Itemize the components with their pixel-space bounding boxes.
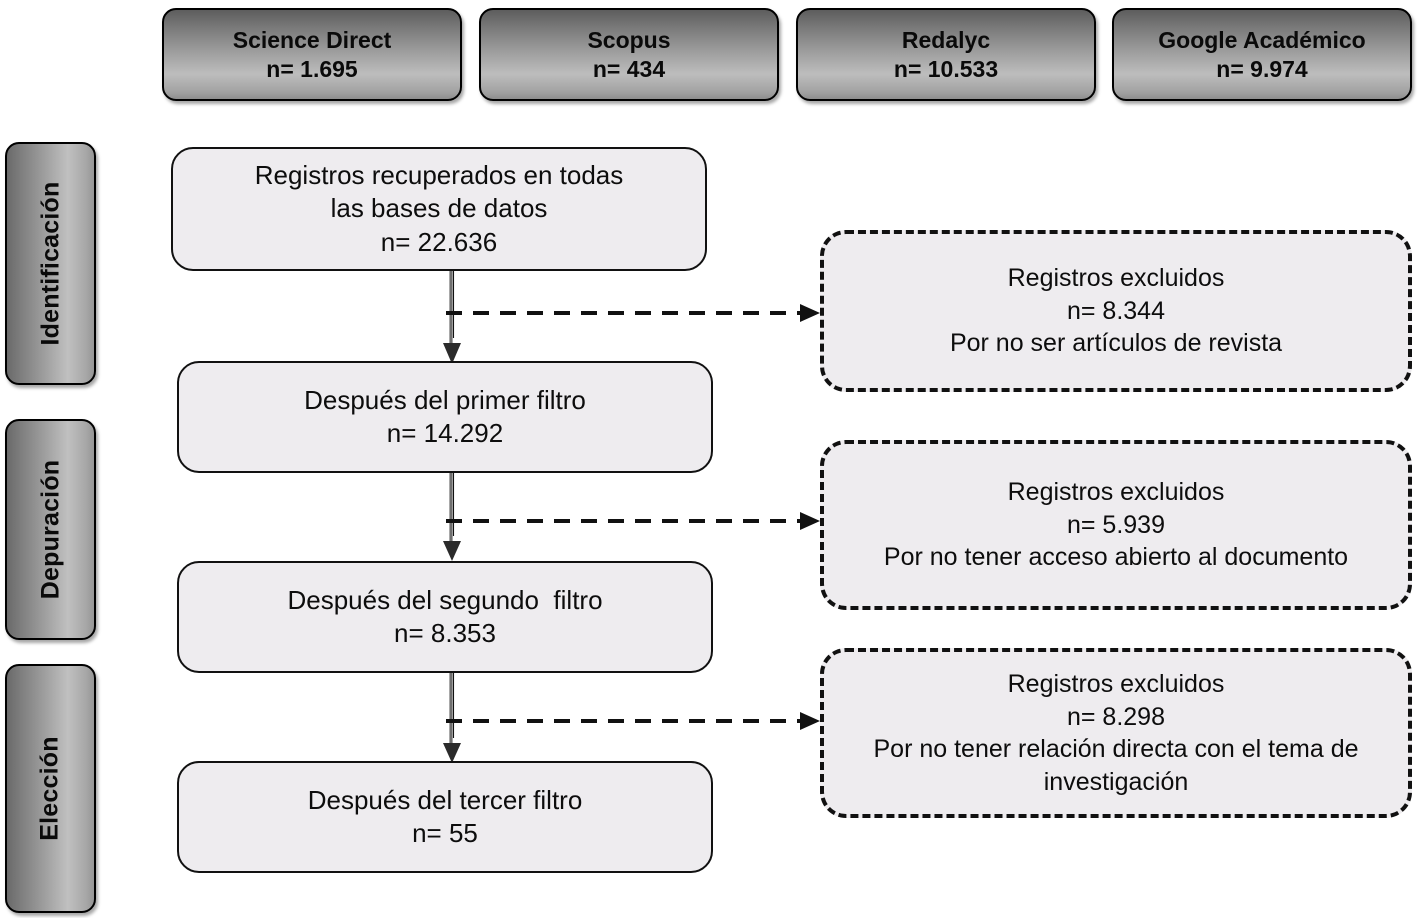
- flow-box-line: Después del segundo filtro: [287, 584, 603, 615]
- exclusion-reason: Por no tener relación directa con el tem…: [873, 735, 1359, 796]
- exclusion-arrow-1: [446, 304, 820, 322]
- exclusion-title: Registros excluidos: [1007, 478, 1225, 507]
- flow-box-line: las bases de datos: [330, 193, 548, 224]
- flow-box-primer-filtro[interactable]: Después del primer filtro n= 14.292: [177, 361, 713, 473]
- stage-label: Elección: [36, 736, 65, 841]
- flow-box-count: n= 22.636: [380, 226, 498, 257]
- flow-box-count: n= 14.292: [386, 418, 504, 448]
- flow-box-line: Registros recuperados en todas: [254, 160, 624, 191]
- source-name: Google Académico: [1158, 27, 1366, 54]
- stage-box-depuracion[interactable]: Depuración: [5, 419, 96, 640]
- connector-arrow-3: [443, 668, 461, 763]
- source-box-redalyc[interactable]: Redalyc n= 10.533: [796, 8, 1096, 101]
- flow-box-tercer-filtro[interactable]: Después del tercer filtro n= 55: [177, 761, 713, 873]
- exclusion-count: n= 5.939: [1066, 510, 1165, 539]
- connector-arrow-1: [443, 268, 461, 364]
- exclusion-count: n= 8.344: [1066, 296, 1165, 325]
- flow-box-count: n= 55: [412, 818, 478, 848]
- stage-box-eleccion[interactable]: Elección: [5, 664, 96, 913]
- flow-box-count: n= 8.353: [394, 618, 496, 648]
- source-box-google-academico[interactable]: Google Académico n= 9.974: [1112, 8, 1412, 101]
- exclusion-reason: Por no tener acceso abierto al documento: [883, 543, 1349, 572]
- flow-box-line: Después del primer filtro: [304, 384, 586, 415]
- flow-box-segundo-filtro[interactable]: Después del segundo filtro n= 8.353: [177, 561, 713, 673]
- connector-arrow-2: [443, 468, 461, 561]
- exclusion-count: n= 8.298: [1066, 702, 1165, 731]
- flow-box-line: Después del tercer filtro: [307, 784, 583, 815]
- source-name: Scopus: [587, 27, 671, 54]
- source-count: n= 434: [592, 55, 666, 82]
- exclusion-title: Registros excluidos: [1007, 670, 1225, 698]
- stage-box-identificacion[interactable]: Identificación: [5, 142, 96, 385]
- source-count: n= 1.695: [266, 55, 358, 82]
- source-box-science-direct[interactable]: Science Direct n= 1.695: [162, 8, 462, 101]
- flow-box-registros-recuperados[interactable]: Registros recuperados en todas las bases…: [171, 147, 707, 271]
- stage-label: Depuración: [36, 459, 64, 600]
- source-count: n= 10.533: [893, 55, 999, 82]
- exclusion-reason: Por no ser artículos de revista: [949, 329, 1283, 358]
- source-box-scopus[interactable]: Scopus n= 434: [479, 8, 779, 101]
- exclusion-arrow-2: [446, 512, 820, 530]
- source-count: n= 9.974: [1216, 55, 1308, 82]
- exclusion-box-3[interactable]: Registros excluidos n= 8.298 Por no tene…: [820, 648, 1412, 818]
- stage-label: Identificación: [36, 181, 64, 346]
- exclusion-box-2[interactable]: Registros excluidos n= 5.939 Por no tene…: [820, 440, 1412, 610]
- exclusion-arrow-3: [446, 712, 820, 730]
- exclusion-box-1[interactable]: Registros excluidos n= 8.344 Por no ser …: [820, 230, 1412, 392]
- source-name: Redalyc: [901, 27, 991, 54]
- source-name: Science Direct: [232, 27, 392, 54]
- exclusion-title: Registros excluidos: [1007, 264, 1225, 293]
